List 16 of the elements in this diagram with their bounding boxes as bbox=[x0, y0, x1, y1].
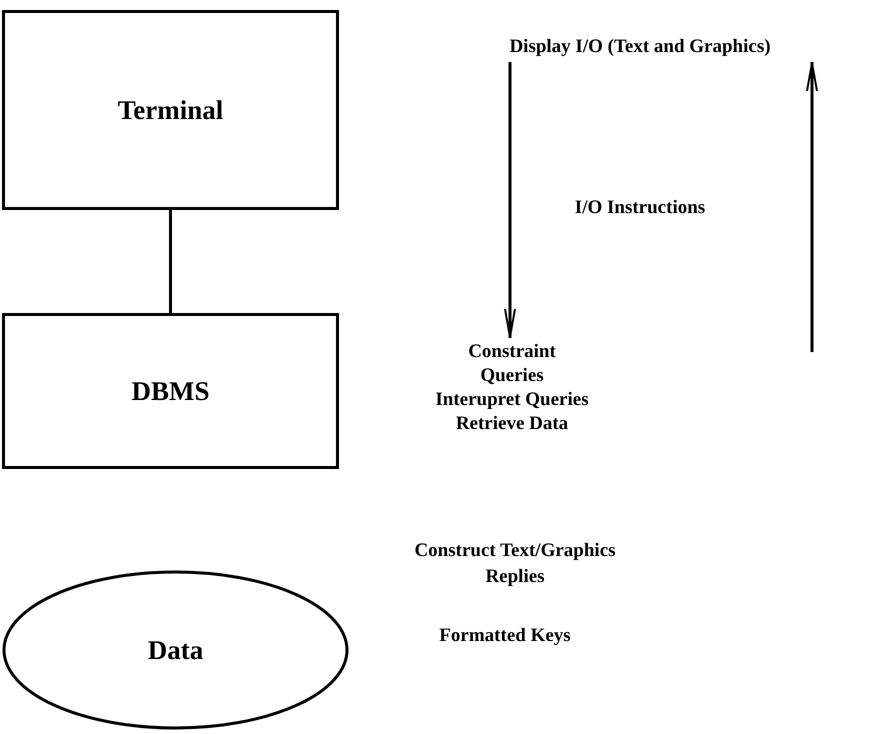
node-text: Interupret Queries bbox=[435, 388, 589, 412]
connector-line bbox=[169, 210, 172, 313]
arrow bbox=[504, 62, 516, 338]
node-text: Terminal bbox=[118, 94, 224, 127]
data-ellipse bbox=[2, 570, 349, 730]
annotation-text: Formatted Keys bbox=[439, 624, 571, 648]
component-box bbox=[2, 313, 339, 469]
arrow bbox=[806, 62, 818, 352]
node-text: Constraint Queries bbox=[467, 340, 557, 388]
annotation-text: I/O Instructions bbox=[574, 196, 706, 220]
component-box bbox=[2, 10, 339, 210]
node-text: Data bbox=[148, 634, 204, 667]
node-text: DBMS bbox=[131, 374, 210, 408]
annotation-text: Construct Text/Graphics Replies bbox=[413, 539, 617, 589]
node-text: Retrieve Data bbox=[456, 412, 568, 436]
node-text: Display I/O (Text and Graphics) bbox=[509, 34, 771, 59]
